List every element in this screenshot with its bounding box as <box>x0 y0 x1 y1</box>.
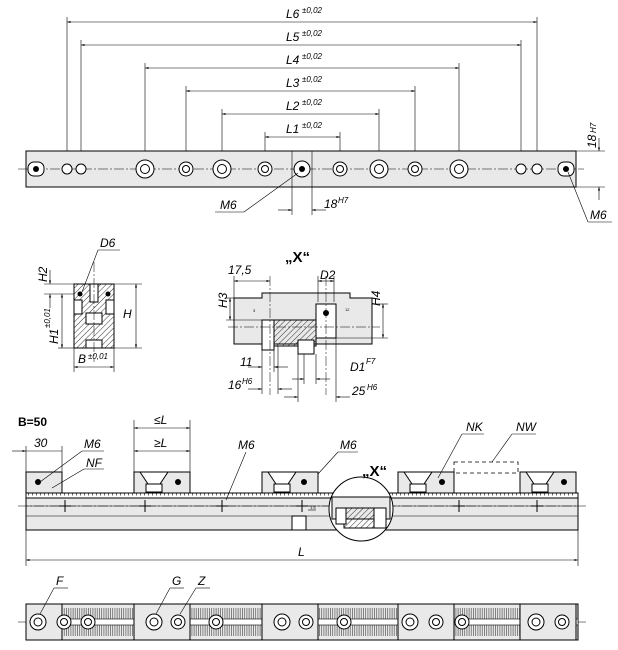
bottom-view: F G Z <box>18 574 586 641</box>
top-view-holes <box>61 159 543 179</box>
label-f: F <box>56 574 64 588</box>
dim-16: 16 <box>228 378 242 392</box>
label-detail-x-ref: „X“ <box>362 463 387 480</box>
label-nk: NK <box>466 420 484 434</box>
dim-h: H <box>123 307 132 321</box>
dim-l1-tol: ±0,02 <box>302 121 323 130</box>
side-view: B=50 1.5 <box>12 413 586 566</box>
cross-section: D6 H2 H1 ±0,01 H D6 B ±0,01 <box>36 236 142 372</box>
dim-h1: H1 <box>47 329 61 344</box>
dim-d2: D2 <box>320 268 336 282</box>
dim-h4: H4 <box>369 290 383 306</box>
side-view-blocks <box>25 461 577 494</box>
dim-h1-tol: ±0,01 <box>43 308 52 328</box>
label-m6-side-right: M6 <box>340 438 357 452</box>
dim-l: L <box>298 545 305 559</box>
dim-30: 30 <box>34 436 48 450</box>
dim-l6-tol: ±0,02 <box>302 6 323 15</box>
dim-d1: D1 <box>350 360 365 374</box>
dim-17-5: 17,5 <box>228 263 252 277</box>
dim-h3: H3 <box>216 292 230 308</box>
dim-l1: L1 <box>286 122 299 136</box>
label-m6-side-mid: M6 <box>238 438 255 452</box>
detail-x-title: „X“ <box>285 249 310 266</box>
label-m6-top-right: M6 <box>590 208 607 222</box>
dim-d1-tol: F7 <box>366 357 376 366</box>
dim-height-18-tol: H7 <box>589 122 598 133</box>
svg-text:12: 12 <box>345 307 350 312</box>
dim-l2-tol: ±0,02 <box>302 98 323 107</box>
dim-l4: L4 <box>286 53 300 67</box>
dim-l5-tol: ±0,02 <box>302 29 323 38</box>
dim-l2: L2 <box>286 99 300 113</box>
dim-h2-label: H2 <box>36 266 50 282</box>
label-nf: NF <box>86 456 103 470</box>
dim-l6: L6 <box>286 7 300 21</box>
label-m6-side-left: M6 <box>84 437 101 451</box>
label-z: Z <box>197 574 206 588</box>
dim-l4-tol: ±0,02 <box>302 52 323 61</box>
top-view: L6 ±0,02 L5 ±0,02 L4 ±0,02 L3 ±0,02 L2 ±… <box>18 6 612 223</box>
dim-l5: L5 <box>286 30 300 44</box>
dim-height-18: 18 <box>585 134 599 148</box>
dim-25-tol: H6 <box>367 383 378 392</box>
svg-text:3: 3 <box>253 308 256 313</box>
dim-16-tol: H6 <box>242 377 253 386</box>
label-d6: D6 <box>100 236 116 250</box>
dim-l3-tol: ±0,02 <box>302 75 323 84</box>
label-g: G <box>172 574 181 588</box>
svg-text:1.5: 1.5 <box>310 505 316 510</box>
dim-ge-l: ≥L <box>154 436 167 450</box>
label-b50: B=50 <box>18 415 47 429</box>
dim-b: B <box>78 352 86 366</box>
bottom-view-holes <box>29 613 570 631</box>
dim-25: 25 <box>351 384 366 398</box>
dim-slot-18: 18 <box>324 197 338 211</box>
dim-l3: L3 <box>286 76 300 90</box>
label-m6-top-left: M6 <box>220 198 237 212</box>
dim-slot-18-tol: H7 <box>338 196 349 205</box>
dim-b-tol: ±0,01 <box>88 352 108 361</box>
dim-le-l: ≤L <box>154 413 167 427</box>
label-nw: NW <box>516 420 538 434</box>
dim-11: 11 <box>240 355 252 369</box>
detail-x: „X“ 3 12 17,5 D2 H3 H4 <box>216 249 388 402</box>
